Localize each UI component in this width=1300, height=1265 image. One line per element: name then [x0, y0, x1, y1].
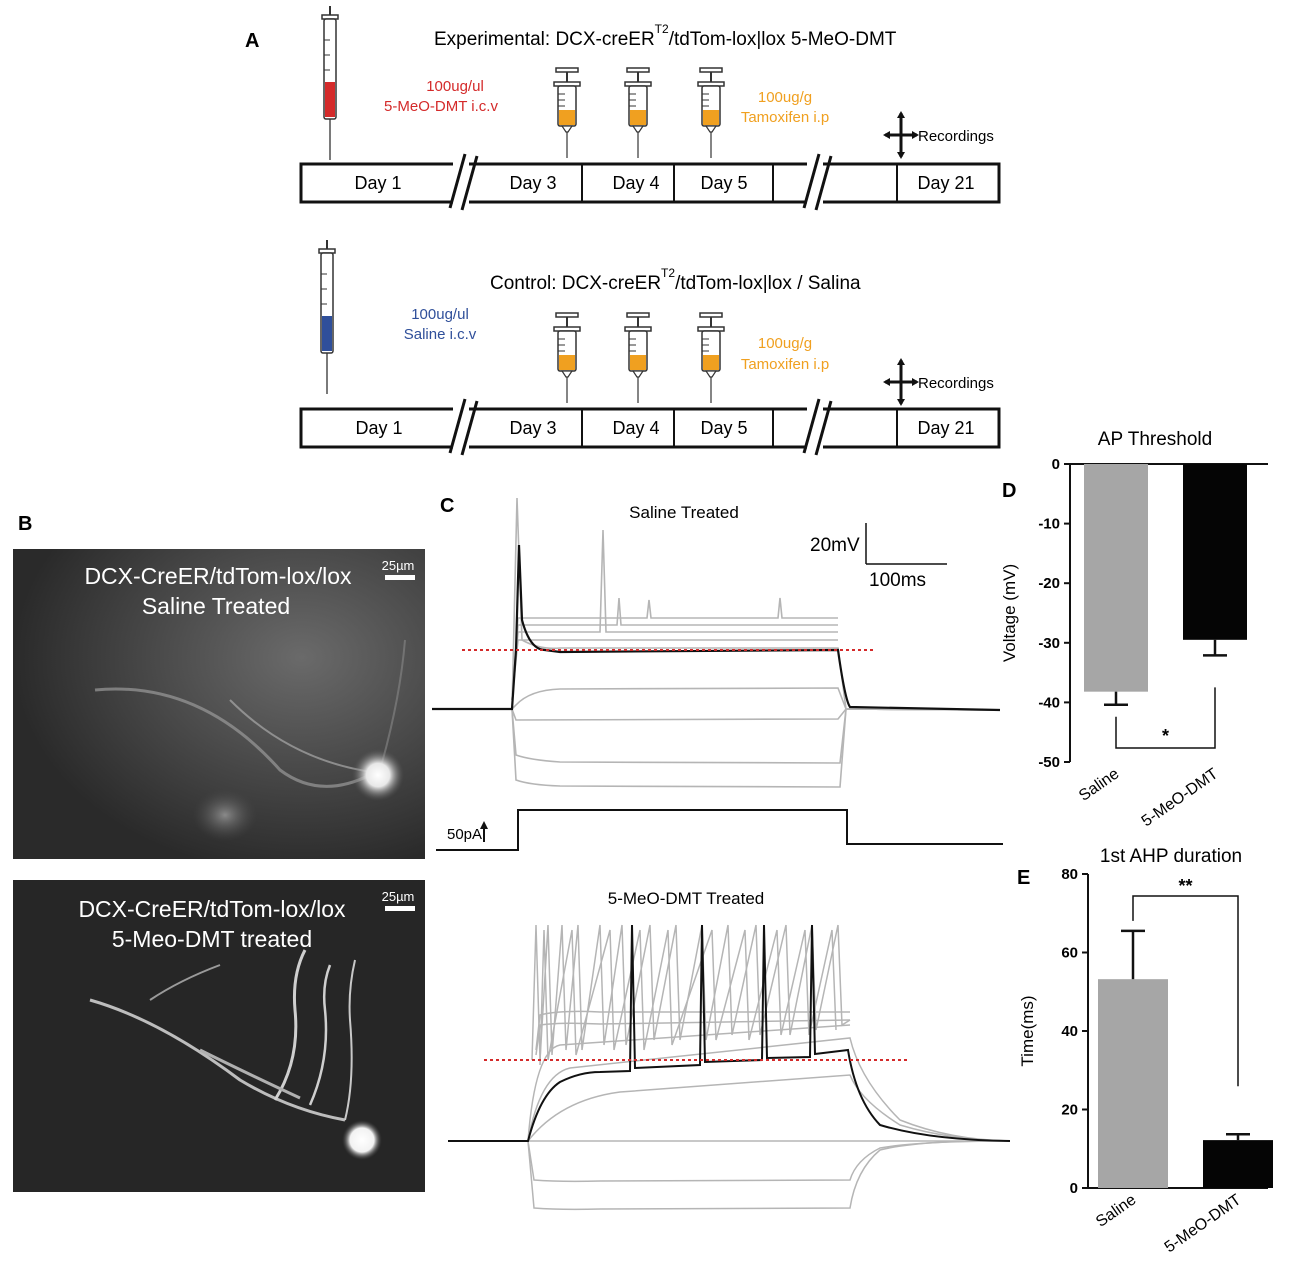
- scale-bar: [385, 906, 415, 911]
- category-label: 5-MeO-DMT: [1139, 765, 1222, 830]
- tamoxifen-syringe-icon: [624, 67, 652, 159]
- scale-bar-label: 25µm: [382, 889, 415, 904]
- micrograph-dmt: DCX-CreER/tdTom-lox/lox 5-Meo-DMT treate…: [13, 880, 425, 1192]
- tamoxifen-syringe-icon: [697, 67, 725, 159]
- day-label: Day 21: [917, 418, 974, 438]
- saline-image-label-line1: DCX-CreER/tdTom-lox/lox: [84, 563, 352, 589]
- y-tick-label: 40: [1061, 1023, 1078, 1040]
- y-axis-label: Voltage (mV): [1000, 564, 1019, 662]
- panel-label-d: D: [1002, 480, 1016, 502]
- y-tick-label: 0: [1052, 456, 1060, 473]
- timeline-control: Control: DCX-creERT2/tdTom-lox|lox / Sal…: [299, 240, 1001, 456]
- recordings-label: Recordings: [918, 375, 994, 392]
- icv-syringe-red-icon: [321, 6, 339, 160]
- significance-marker: **: [1178, 876, 1192, 896]
- category-label: Saline: [1076, 765, 1122, 804]
- grey-sweeps: [448, 924, 1011, 1211]
- timeline-bar: [299, 153, 1001, 211]
- tamoxifen-drug-label: Tamoxifen i.p: [741, 356, 829, 373]
- tamoxifen-dose-label: 100ug/g: [758, 335, 812, 352]
- panel-label-c: C: [440, 495, 454, 517]
- scale-bar: [385, 575, 415, 580]
- bar: [1183, 464, 1247, 640]
- tamoxifen-dose-label: 100ug/g: [758, 89, 812, 106]
- dmt-image-label-line1: DCX-CreER/tdTom-lox/lox: [78, 896, 346, 922]
- black-sweep: [448, 924, 1011, 1142]
- y-tick-label: -40: [1038, 694, 1060, 711]
- experimental-title: Experimental: DCX-creERT2/tdTom-lox|lox …: [434, 22, 897, 50]
- scale-voltage-label: 20mV: [810, 535, 860, 556]
- day-label: Day 21: [917, 173, 974, 193]
- bar: [1098, 979, 1168, 1188]
- dmt-traces: 5-MeO-DMT Treated: [448, 889, 1011, 1211]
- tamoxifen-syringe-icon: [553, 312, 581, 404]
- saline-traces-title: Saline Treated: [629, 503, 739, 522]
- recordings-electrode-icon: [881, 356, 921, 408]
- y-tick-label: -20: [1038, 575, 1060, 592]
- step-label: 50pA: [447, 826, 482, 843]
- chart-title: AP Threshold: [1098, 429, 1212, 450]
- tamoxifen-syringe-icon: [624, 312, 652, 404]
- day-label: Day 1: [354, 173, 401, 193]
- tamoxifen-syringe-icon: [697, 312, 725, 404]
- y-tick-label: -10: [1038, 516, 1060, 533]
- y-tick-label: 0: [1070, 1180, 1078, 1197]
- y-tick-label: 20: [1061, 1102, 1078, 1119]
- current-step: [436, 809, 1003, 851]
- y-tick-label: -50: [1038, 754, 1060, 771]
- saline-image-label-line2: Saline Treated: [142, 593, 290, 619]
- arrow-up-icon: [480, 821, 488, 829]
- micrograph-saline: DCX-CreER/tdTom-lox/lox Saline Treated 2…: [13, 549, 425, 859]
- y-tick-label: -30: [1038, 635, 1060, 652]
- timeline-experimental: Experimental: DCX-creERT2/tdTom-lox|lox …: [299, 6, 1001, 211]
- significance-marker: *: [1162, 726, 1169, 746]
- scale-time-label: 100ms: [869, 570, 926, 591]
- timeline-bar: [299, 398, 1001, 456]
- day-label: Day 1: [355, 418, 402, 438]
- day-label: Day 4: [612, 418, 659, 438]
- saline-traces: Saline Treated 20mV 100ms 50pA: [432, 497, 1003, 851]
- day-label: Day 5: [700, 173, 747, 193]
- panel-label-a: A: [245, 30, 259, 52]
- significance-bracket: [1115, 687, 1216, 749]
- recordings-label: Recordings: [918, 128, 994, 145]
- panel-label-b: B: [18, 513, 32, 535]
- chart-title: 1st AHP duration: [1100, 846, 1242, 867]
- black-sweep: [432, 544, 1001, 712]
- y-tick-label: 60: [1061, 945, 1078, 962]
- day-label: Day 3: [509, 418, 556, 438]
- icv-drug-label: Saline i.c.v: [404, 326, 477, 343]
- dmt-image-label-line2: 5-Meo-DMT treated: [112, 926, 312, 952]
- control-title: Control: DCX-creERT2/tdTom-lox|lox / Sal…: [490, 266, 861, 294]
- day-label: Day 5: [700, 418, 747, 438]
- bar: [1203, 1140, 1273, 1188]
- icv-syringe-blue-icon: [318, 240, 336, 394]
- significance-bracket: [1132, 895, 1239, 1087]
- dmt-traces-title: 5-MeO-DMT Treated: [608, 889, 765, 908]
- day-label: Day 3: [509, 173, 556, 193]
- day-label: Day 4: [612, 173, 659, 193]
- scale-bar-label: 25µm: [382, 558, 415, 573]
- icv-dose-label: 100ug/ul: [426, 78, 484, 95]
- y-tick-label: 80: [1061, 866, 1078, 883]
- y-axis-label: Time(ms): [1018, 995, 1037, 1066]
- chart-ap-threshold: AP Threshold 0 -10 -20 -30 -40 -50 Voltage (mV)…: [1000, 429, 1268, 830]
- bar: [1084, 464, 1148, 692]
- icv-dose-label: 100ug/ul: [411, 306, 469, 323]
- tamoxifen-drug-label: Tamoxifen i.p: [741, 109, 829, 126]
- tamoxifen-syringe-icon: [553, 67, 581, 159]
- icv-drug-label: 5-MeO-DMT i.c.v: [384, 98, 498, 115]
- category-label: Saline: [1093, 1191, 1139, 1230]
- panel-label-e: E: [1017, 867, 1030, 889]
- category-label: 5-MeO-DMT: [1162, 1191, 1245, 1256]
- recordings-electrode-icon: [881, 109, 921, 161]
